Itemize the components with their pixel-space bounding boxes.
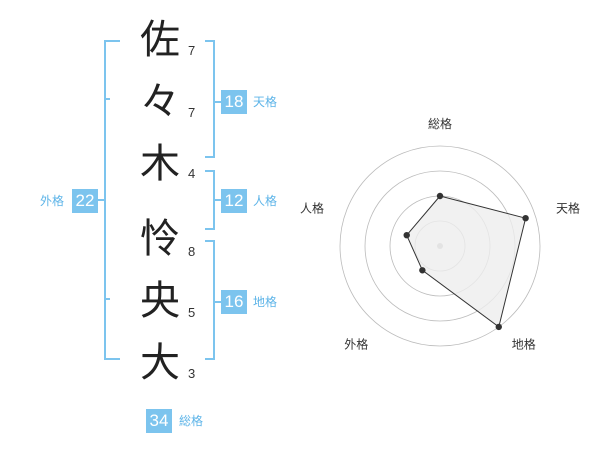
gaikaku-bracket-vertical bbox=[104, 40, 106, 360]
tenkaku-bracket-connector bbox=[215, 101, 221, 103]
jinkaku-bracket-top bbox=[205, 170, 215, 172]
tenkaku-value-badge: 18 bbox=[221, 90, 247, 114]
radar-point-5 bbox=[403, 231, 410, 239]
stroke-count-3: 4 bbox=[188, 166, 196, 181]
gaikaku-bracket-connector bbox=[98, 199, 104, 201]
gaikaku-label: 外格 bbox=[40, 194, 65, 208]
gaikaku-bracket-top bbox=[104, 40, 120, 42]
stroke-count-2: 7 bbox=[188, 105, 196, 120]
tenkaku-bracket-bottom bbox=[205, 156, 215, 158]
name-char-6: 大 bbox=[140, 340, 180, 386]
radar-point-2 bbox=[522, 214, 529, 222]
name-char-2: 々 bbox=[140, 79, 180, 125]
radar-point-3 bbox=[495, 323, 502, 331]
soukaku-label: 総格 bbox=[179, 414, 204, 428]
stroke-count-6: 3 bbox=[188, 366, 196, 381]
chikaku-bracket-connector bbox=[215, 301, 221, 303]
radar-point-4 bbox=[419, 267, 426, 274]
jinkaku-bracket-bottom bbox=[205, 228, 215, 230]
tenkaku-bracket-vertical bbox=[213, 40, 215, 158]
chikaku-bracket-top bbox=[205, 240, 215, 242]
radar-axis-label-5: 人格 bbox=[300, 200, 324, 215]
radar-axis-label-1: 総格 bbox=[428, 116, 452, 131]
stroke-count-1: 7 bbox=[188, 43, 196, 58]
name-char-1: 佐 bbox=[140, 17, 180, 63]
chikaku-label: 地格 bbox=[253, 295, 278, 309]
radar-axis-label-2: 天格 bbox=[556, 200, 580, 215]
gaikaku-bracket-tick bbox=[104, 98, 110, 100]
gaikaku-bracket-tick bbox=[104, 298, 110, 300]
radar-axis-label-3: 地格 bbox=[512, 337, 536, 352]
radar-ring-4 bbox=[339, 145, 541, 347]
soukaku-value-badge: 34 bbox=[146, 409, 172, 433]
jinkaku-label: 人格 bbox=[253, 194, 278, 208]
name-char-4: 怜 bbox=[140, 216, 180, 262]
gaikaku-value-badge: 22 bbox=[72, 189, 98, 213]
radar-axis-label-4: 外格 bbox=[344, 337, 368, 352]
tenkaku-bracket-top bbox=[205, 40, 215, 42]
stroke-count-4: 8 bbox=[188, 244, 196, 259]
stroke-count-5: 5 bbox=[188, 305, 196, 320]
name-char-3: 木 bbox=[140, 141, 180, 187]
jinkaku-bracket-connector bbox=[215, 199, 221, 201]
jinkaku-bracket-vertical bbox=[213, 170, 215, 230]
radar-polygon bbox=[406, 195, 527, 328]
chikaku-value-badge: 16 bbox=[221, 290, 247, 314]
chikaku-bracket-vertical bbox=[213, 240, 215, 360]
tenkaku-label: 天格 bbox=[253, 95, 278, 109]
jinkaku-value-badge: 12 bbox=[221, 189, 247, 213]
chikaku-bracket-bottom bbox=[205, 358, 215, 360]
name-char-5: 央 bbox=[140, 278, 180, 324]
gaikaku-bracket-bottom bbox=[104, 358, 120, 360]
radar-point-1 bbox=[436, 192, 444, 200]
